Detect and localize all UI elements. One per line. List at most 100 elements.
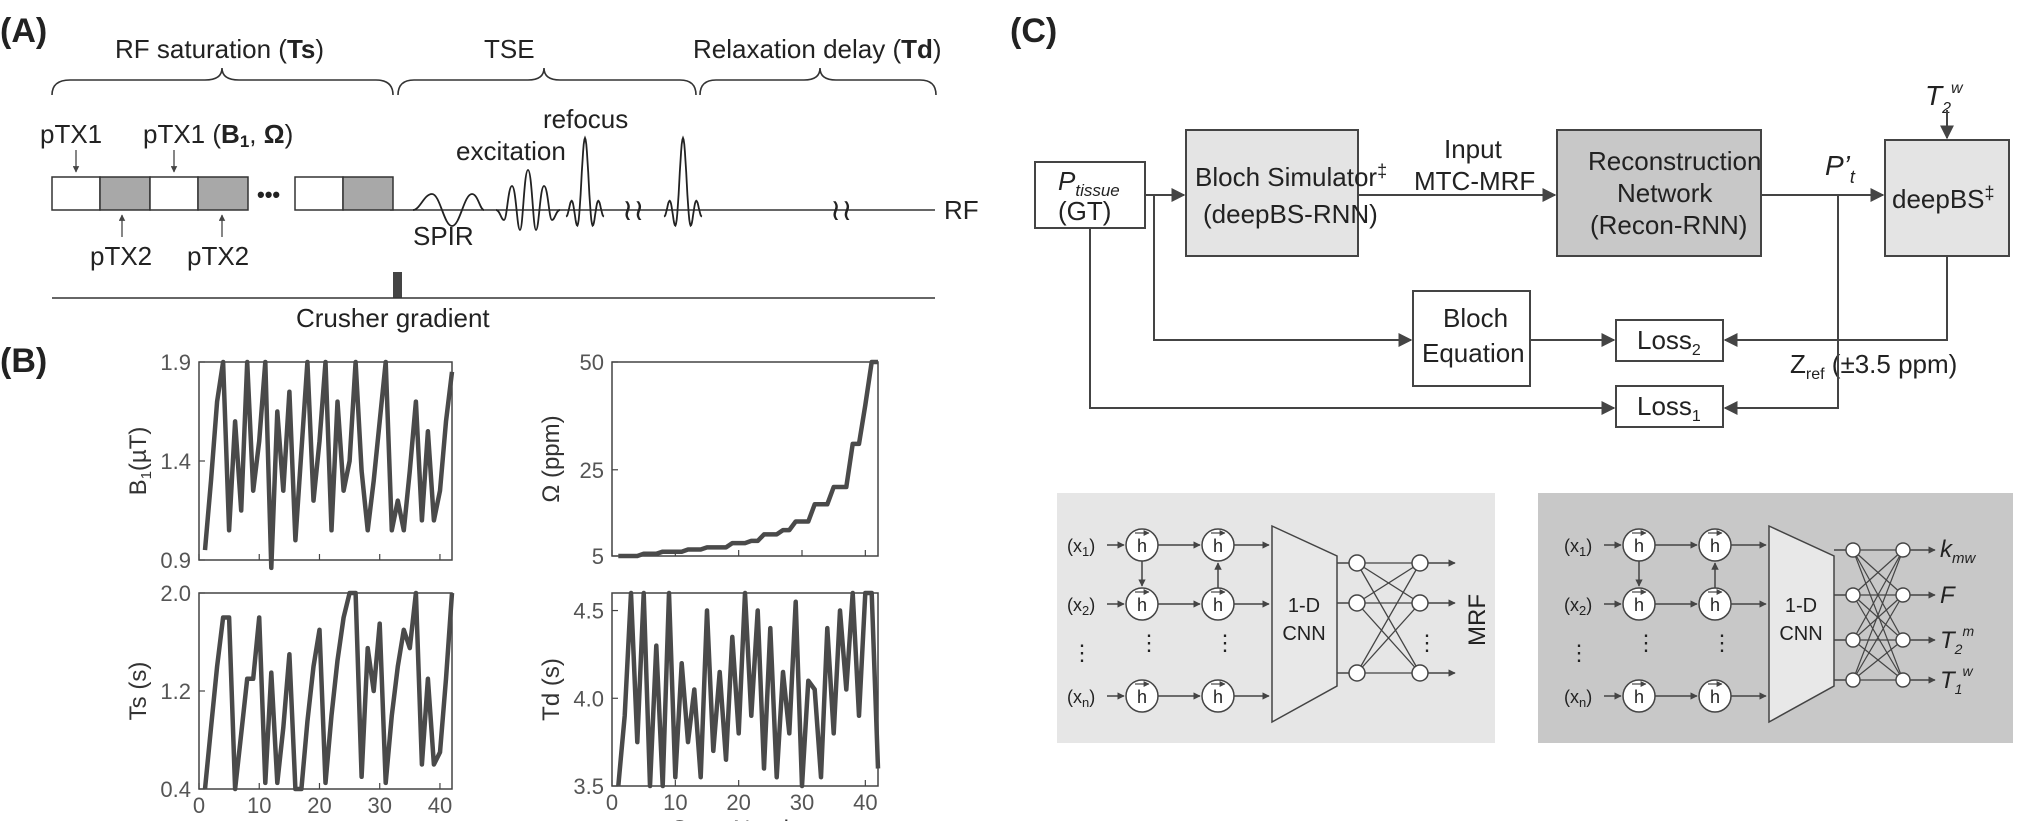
y-tick-label: 50 (580, 350, 604, 375)
gt-label: (GT) (1058, 196, 1111, 226)
ptx1-b1-omega-label: pTX1 (B1, Ω) (143, 119, 293, 151)
y-tick-label: 1.2 (160, 679, 191, 704)
ellipsis-icon: ⋮ (1138, 630, 1160, 655)
crusher-gradient-label: Crusher gradient (296, 303, 490, 333)
tse-header: TSE (484, 34, 535, 64)
x-tick-label: 40 (853, 790, 877, 815)
excitation-label: excitation (456, 136, 566, 166)
ptx2-pulse (197, 176, 249, 211)
y-tick-label: 4.5 (573, 599, 604, 624)
ellipsis-icon: ⋮ (1711, 630, 1733, 655)
dense-node (1895, 587, 1911, 603)
y-tick-label: 1.9 (160, 350, 191, 375)
y-tick-label: 0.9 (160, 548, 191, 573)
ellipsis-icon: ⋮ (1635, 630, 1657, 655)
ptx1-pulse (149, 176, 199, 211)
y-tick-label: 4.0 (573, 686, 604, 711)
dense-connection (1356, 602, 1421, 674)
dense-node (1895, 542, 1911, 558)
dense-node (1845, 632, 1861, 648)
ptx2-pulse (342, 176, 394, 211)
y-tick-label: 0.4 (160, 777, 191, 802)
tse-labels: refocus excitation SPIR RF ≀≀ ≀≀ (413, 104, 979, 251)
reconstruction-network-box (1556, 129, 1762, 257)
output-t2m-label: T2m (1940, 623, 1974, 657)
arrow-pprime-to-loss1 (1723, 195, 1839, 415)
dense-connection (1852, 549, 1904, 681)
cnn-label-line1: 1-D (1785, 595, 1817, 617)
net-input-label: (x1) (1067, 536, 1095, 559)
bloch-equation-box (1412, 290, 1531, 387)
cnn-label-line1: 1-D (1288, 595, 1320, 617)
net-input-label: (xn) (1564, 687, 1592, 710)
dense-node (1845, 672, 1861, 688)
excitation-pulse (495, 169, 561, 231)
ptx-pulse-train: ••• (51, 176, 935, 211)
dense-node (1411, 554, 1429, 572)
y-axis-label: B1(µT) (125, 427, 155, 496)
cnn-label-line2: CNN (1282, 623, 1325, 645)
panel-a-section-headers: RF saturation (Ts) TSE Relaxation delay … (115, 34, 942, 64)
arrow-to-bloch-equation (1153, 195, 1413, 347)
series-line (618, 359, 878, 559)
ellipsis-icon: ⋮ (1071, 640, 1093, 665)
brace-relaxation (699, 67, 937, 96)
training-pipeline: Ptissue (GT) Bloch Simulator‡ (deepBS-RN… (1034, 80, 2010, 428)
output-kmw-label: kmw (1940, 536, 1976, 567)
output-f-label: F (1940, 582, 1956, 609)
x-axis-label: Scan Number (252, 819, 399, 821)
x-axis-label: Scan Number (672, 816, 819, 821)
x-tick-label: 20 (726, 790, 750, 815)
dense-node (1895, 632, 1911, 648)
ptx2-pulse (99, 176, 151, 211)
crusher-gradient-block (393, 272, 402, 298)
refocus-pulse (663, 135, 703, 228)
break-symbol: ≀≀ (830, 194, 853, 227)
cnn-label-line2: CNN (1779, 623, 1822, 645)
bloch-eq-line1: Bloch (1443, 303, 1508, 333)
net-input-label: (xn) (1067, 687, 1095, 710)
rnn-cell-label: h (1710, 687, 1720, 707)
series-line (202, 590, 455, 792)
recon-label-line2: Network (1617, 178, 1713, 208)
chart-4: 4.54.03.5010203040Scan NumberTd (s) (538, 590, 881, 821)
rnn-cell-label: h (1137, 536, 1147, 556)
chart-1: 1.9 1.4 0.9 B1(µT) (125, 350, 455, 573)
bloch-eq-line2: Equation (1422, 338, 1525, 368)
ptx-labels: pTX1 pTX1 (B1, Ω) pTX2 pTX2 (40, 119, 293, 271)
ellipsis-icon: ⋮ (1214, 630, 1236, 655)
panel-label-b: (B) (0, 342, 47, 380)
panel-label-c: (C) (1010, 12, 1057, 50)
dense-connection (1356, 562, 1421, 604)
dense-node (1348, 594, 1366, 612)
dense-connection (1852, 594, 1904, 641)
ellipsis-icon: ⋮ (1416, 630, 1438, 655)
rnn-cell-label: h (1213, 536, 1223, 556)
cnn-block (1271, 524, 1338, 724)
dense-connection (1356, 562, 1421, 674)
chart-frame (611, 361, 879, 557)
x-tick-label: 10 (663, 790, 687, 815)
refocus-pulse (565, 135, 605, 228)
y-tick-label: 3.5 (573, 774, 604, 799)
panel-label-a: (A) (0, 12, 47, 50)
p-prime-label: P’t (1825, 150, 1856, 187)
brace-rf-saturation (51, 67, 394, 96)
net1-output-label: MRF (1464, 594, 1491, 646)
t2w-label: T2w (1925, 80, 1964, 117)
y-axis-label: Td (s) (538, 658, 565, 721)
rnn-cell-label: h (1634, 687, 1644, 707)
rf-axis-label: RF (944, 195, 979, 225)
output-t1w-label: T1w (1940, 663, 1973, 697)
y-axis-label: Ts (s) (125, 662, 152, 721)
y-tick-label: 1.4 (160, 449, 191, 474)
y-tick-label: 2.0 (160, 581, 191, 606)
rnn-cell-label: h (1213, 687, 1223, 707)
ellipsis-icon: ⋮ (1568, 640, 1590, 665)
ptx1-pulse (294, 176, 344, 211)
zref-label: Zref (±3.5 ppm) (1790, 349, 1957, 383)
rnn-cell-label: h (1710, 536, 1720, 556)
